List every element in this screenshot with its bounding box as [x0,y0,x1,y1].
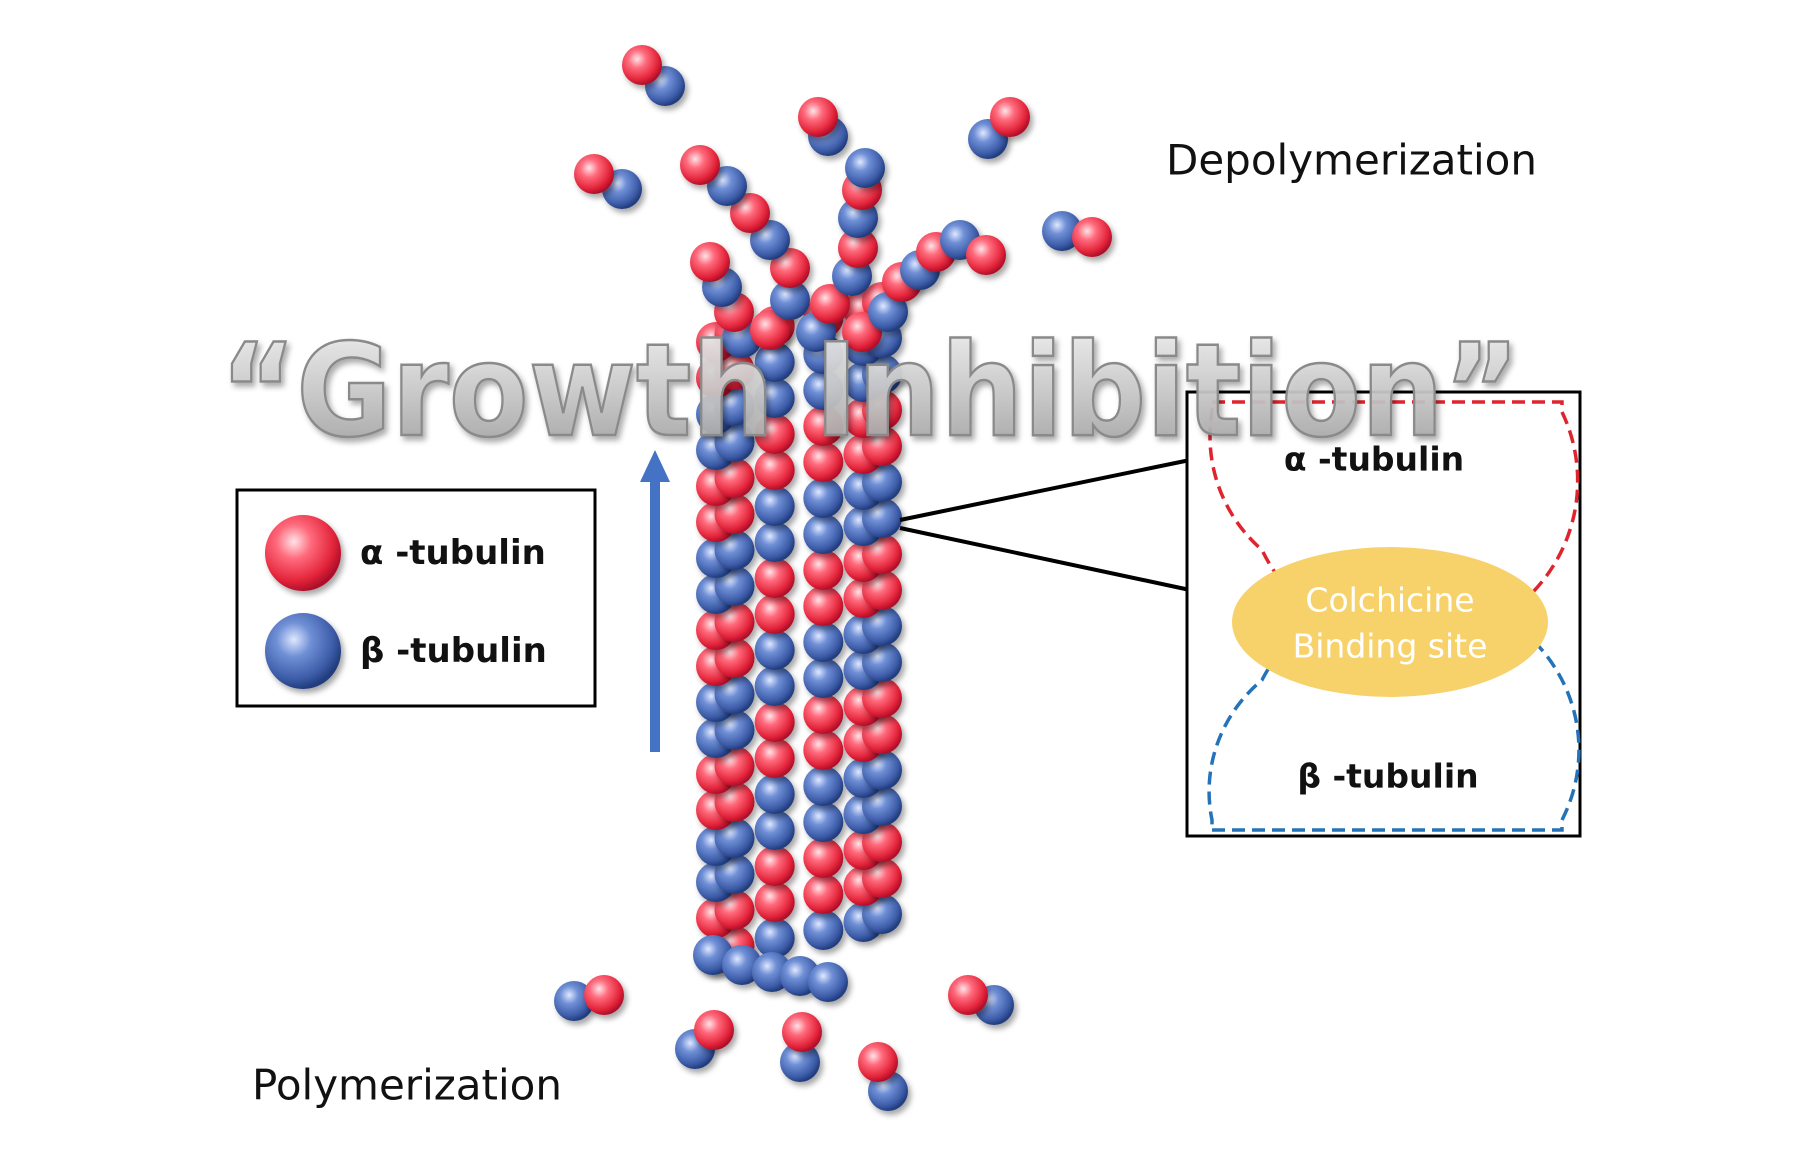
alpha-tubulin [754,702,795,742]
beta-tubulin [803,370,844,410]
beta-tubulin [754,486,795,526]
alpha-tubulin [680,145,720,185]
alpha-tubulin [803,442,844,482]
free-beta-tubulin [1042,211,1082,251]
binding-site-inset: α -tubulin Colchicine Binding site β -tu… [1185,390,1582,838]
colchicine-binding-site [1232,547,1548,697]
beta-tubulin [868,292,908,332]
alpha-tubulin [803,586,844,626]
inset-beta-label: β -tubulin [1297,757,1478,796]
free-alpha-tubulin [574,154,614,194]
growth-arrow [640,450,670,752]
alpha-tubulin [770,248,810,288]
alpha-tubulin [754,882,795,922]
binding-site-line2: Binding site [1293,627,1488,666]
free-beta-tubulin [780,1042,820,1082]
free-alpha-tubulin [1072,217,1112,257]
alpha-tubulin [803,550,844,590]
inset-alpha-label: α -tubulin [1284,440,1464,479]
beta-tubulin [722,945,762,985]
free-alpha-tubulin [948,975,988,1015]
free-alpha-tubulin [858,1042,898,1082]
alpha-tubulin [803,874,844,914]
free-alpha-tubulin [694,1010,734,1050]
legend: α -tubulin β -tubulin [235,488,597,708]
alpha-tubulin [803,406,844,446]
free-alpha-tubulin [798,97,838,137]
free-beta-tubulin [554,981,594,1021]
alpha-tubulin [810,284,850,324]
beta-tubulin [770,280,810,320]
depolymerization-label: Depolymerization [1166,136,1537,185]
beta-tubulin [803,622,844,662]
beta-tubulin [803,910,844,950]
callout-lines [899,458,1191,592]
beta-tubulin [754,918,795,958]
legend-alpha-label: α -tubulin [360,533,546,573]
alpha-tubulin [803,730,844,770]
polymerization-label: Polymerization [252,1061,562,1110]
legend-beta-swatch [265,613,341,689]
beta-tubulin [803,478,844,518]
free-alpha-tubulin [990,97,1030,137]
alpha-tubulin [966,235,1006,275]
alpha-tubulin [754,846,795,886]
beta-tubulin [754,774,795,814]
alpha-tubulin [730,193,770,233]
alpha-tubulin [754,450,795,490]
beta-tubulin [754,666,795,706]
beta-tubulin [754,342,795,382]
alpha-tubulin [754,738,795,778]
free-alpha-tubulin [622,45,662,85]
beta-tubulin [808,962,848,1002]
beta-tubulin [803,658,844,698]
alpha-tubulin [803,694,844,734]
legend-beta-label: β -tubulin [360,631,547,671]
microtubule [554,45,1112,1111]
beta-tubulin [803,514,844,554]
beta-tubulin [754,378,795,418]
alpha-tubulin [750,310,790,350]
beta-tubulin [754,810,795,850]
legend-alpha-swatch [265,515,341,591]
beta-tubulin [707,166,747,206]
beta-tubulin [754,522,795,562]
beta-tubulin [754,630,795,670]
beta-tubulin [845,148,885,188]
growth-inhibition-title: “Growth Inhibition” [220,317,1520,466]
alpha-tubulin [838,228,878,268]
free-alpha-tubulin [584,975,624,1015]
alpha-tubulin [803,838,844,878]
beta-tubulin [803,766,844,806]
alpha-tubulin [690,242,730,282]
alpha-tubulin [754,594,795,634]
free-alpha-tubulin [782,1012,822,1052]
beta-tubulin [803,802,844,842]
binding-site-line1: Colchicine [1305,581,1474,620]
alpha-tubulin [754,558,795,598]
alpha-tubulin [754,414,795,454]
